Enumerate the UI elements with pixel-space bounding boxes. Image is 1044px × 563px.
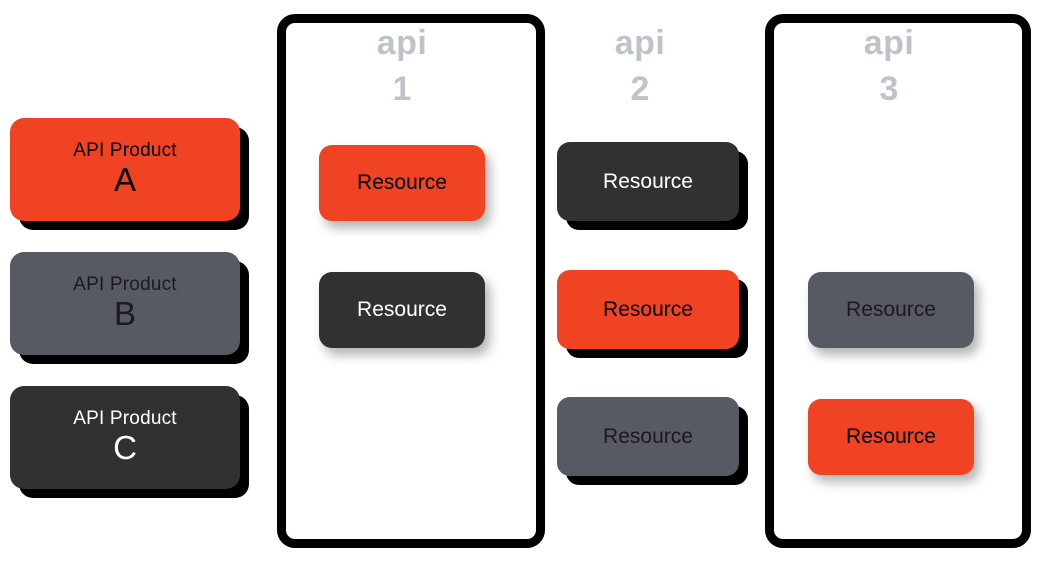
resource-chip[interactable]: Resource [319,145,485,221]
api-word: api [614,24,666,62]
api-number: 3 [879,70,899,108]
api-product-label: API Product [73,408,177,430]
api-number: 1 [392,70,412,108]
resource-label: Resource [603,169,693,193]
api-product-label: API Product [73,140,177,162]
resource-chip[interactable]: Resource [557,142,739,221]
resource-chip[interactable]: Resource [319,272,485,348]
resource-label: Resource [357,298,447,321]
api-word: api [376,24,428,62]
resource-label: Resource [846,425,936,448]
resource-label: Resource [357,171,447,194]
api-product-letter: B [113,295,136,333]
resource-chip[interactable]: Resource [808,272,974,348]
resource-label: Resource [603,297,693,321]
api-product-letter: A [113,161,136,199]
resource-chip[interactable]: Resource [808,399,974,475]
resource-chip[interactable]: Resource [557,270,739,349]
api-number: 2 [630,70,650,108]
api-title-1: api 1 [277,26,527,106]
api-product-letter: C [113,429,137,467]
api-title-2: api 2 [555,26,725,106]
api-product-label: API Product [73,274,177,296]
resource-chip[interactable]: Resource [557,397,739,476]
resource-label: Resource [846,298,936,321]
api-title-3: api 3 [765,26,1013,106]
resource-label: Resource [603,424,693,448]
api-word: api [863,24,915,62]
